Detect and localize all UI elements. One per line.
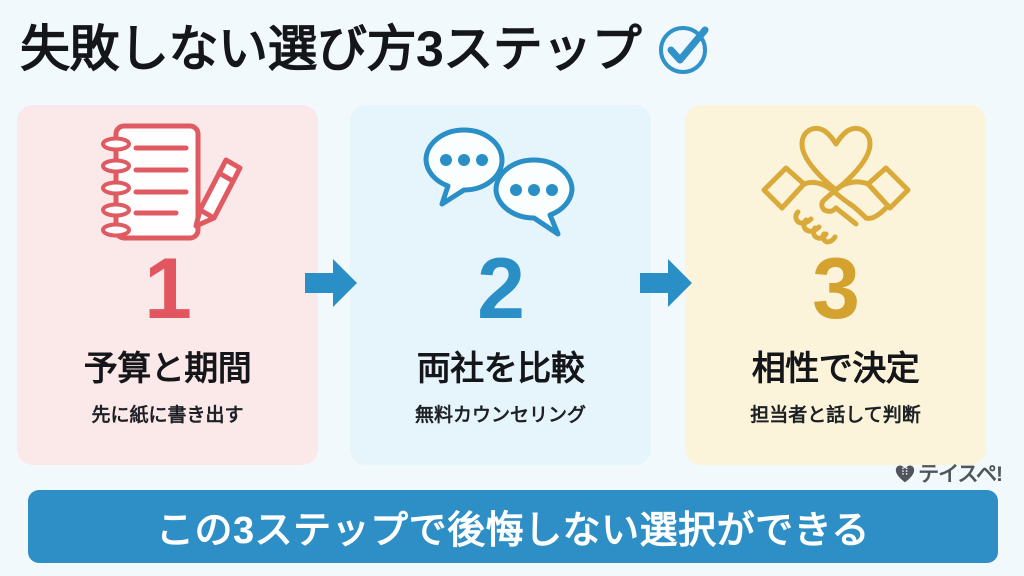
- step-number: 1: [144, 241, 192, 337]
- heart-filmstrip-icon: [895, 465, 915, 483]
- steps-container: 1 予算と期間 先に紙に書き出す 2 両社を比較: [17, 105, 1007, 465]
- page-header: 失敗しない選び方3ステップ: [20, 12, 715, 86]
- step-number: 3: [812, 241, 860, 337]
- step-card-2[interactable]: 2 両社を比較 無料カウンセリング: [350, 105, 651, 465]
- step-card-1[interactable]: 1 予算と期間 先に紙に書き出す: [17, 105, 318, 465]
- summary-banner: この3ステップで後悔しない選択ができる: [28, 490, 998, 563]
- page-title: 失敗しない選び方3ステップ: [20, 21, 642, 77]
- watermark: テイスペ!: [894, 462, 1003, 486]
- handshake-heart-icon: [758, 117, 914, 247]
- step-subtitle: 無料カウンセリング: [414, 404, 586, 426]
- step-subtitle: 先に紙に書き出す: [91, 404, 244, 426]
- step-title: 予算と期間: [83, 349, 252, 388]
- check-circle-icon: [659, 26, 709, 74]
- speech-bubbles-icon: [416, 117, 586, 247]
- arrow-right-icon: [640, 259, 692, 307]
- step-title: 相性で決定: [751, 349, 920, 388]
- step-subtitle: 担当者と話して判断: [750, 404, 921, 426]
- step-card-3[interactable]: 3 相性で決定 担当者と話して判断: [685, 105, 986, 465]
- watermark-text: テイスペ!: [918, 462, 1003, 486]
- summary-banner-text: この3ステップで後悔しない選択ができる: [156, 510, 870, 552]
- arrow-right-icon: [305, 259, 357, 307]
- step-title: 両社を比較: [416, 349, 585, 388]
- notebook-pencil-icon: [88, 117, 248, 247]
- step-number: 2: [477, 241, 525, 337]
